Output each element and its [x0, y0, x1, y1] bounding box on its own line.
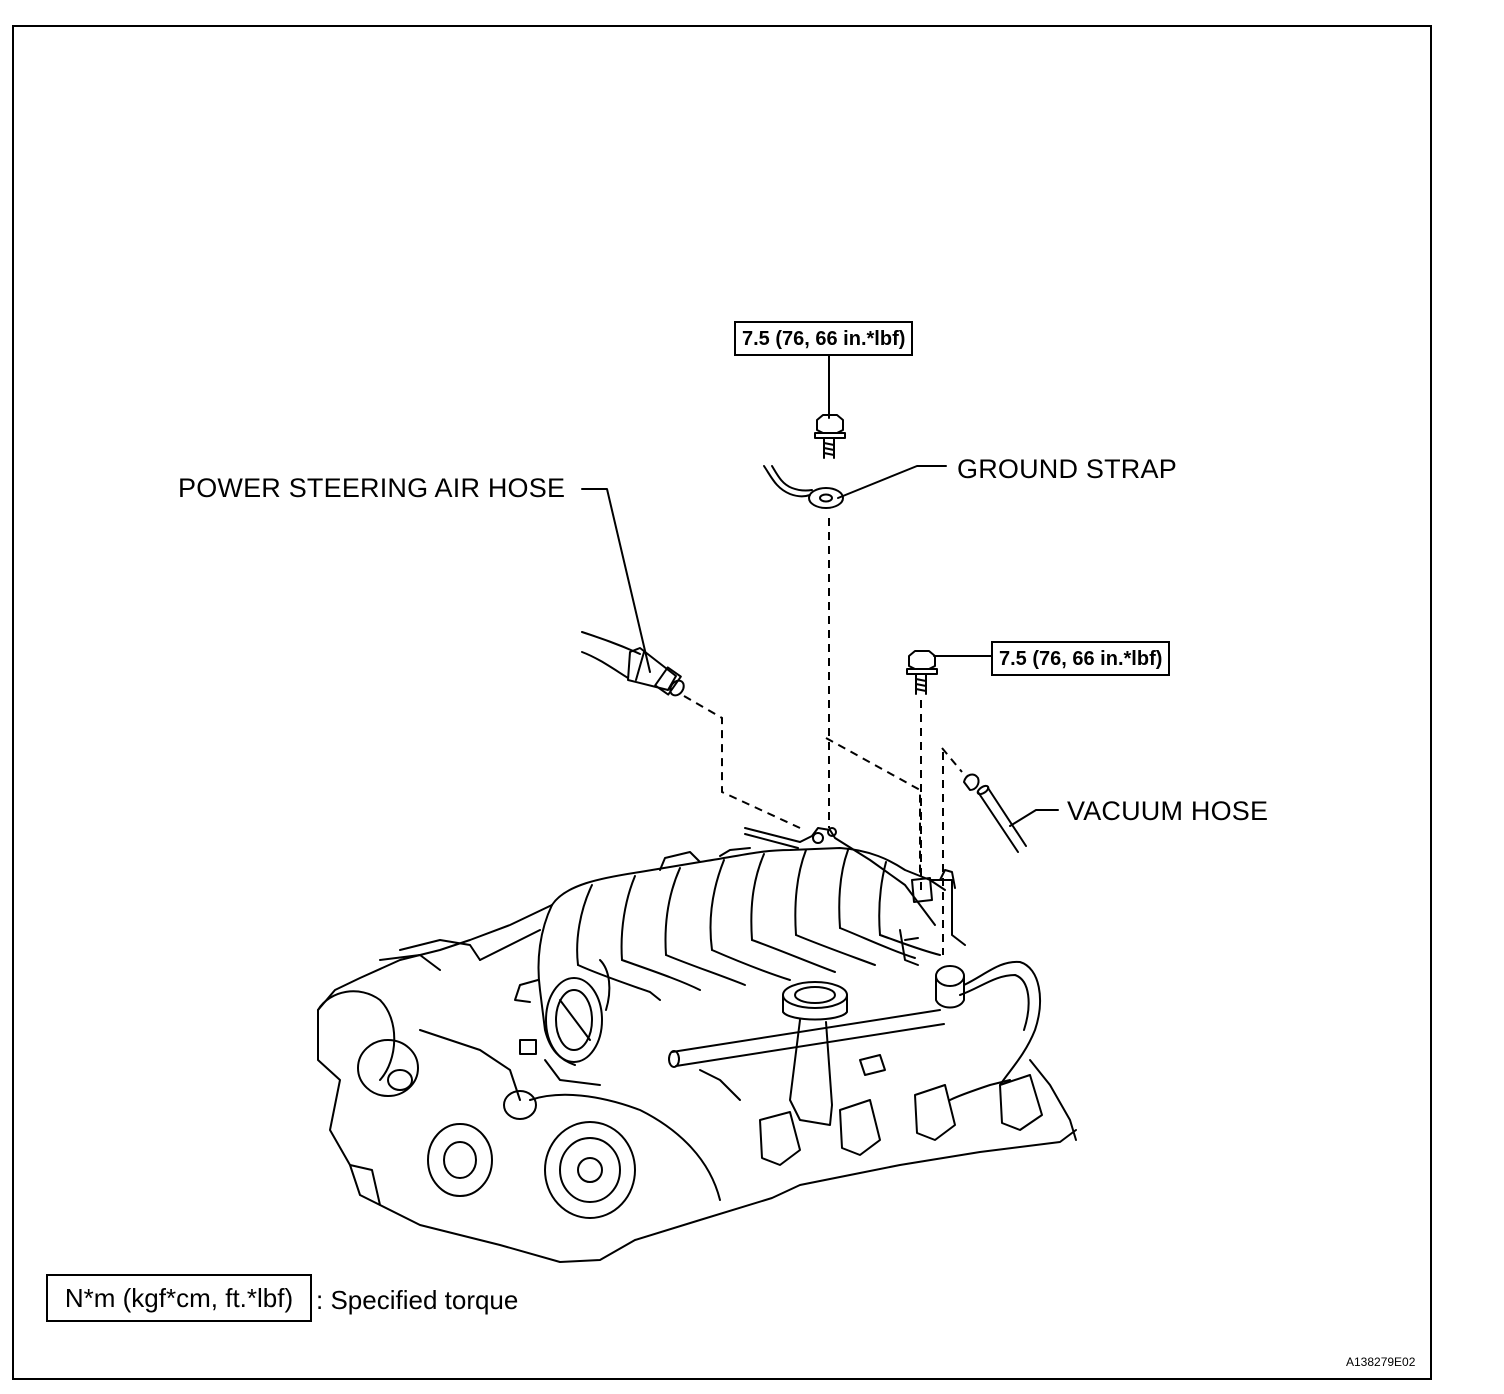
- label-vacuum-hose: VACUUM HOSE: [1067, 796, 1269, 826]
- label-power-steering-air-hose: POWER STEERING AIR HOSE: [178, 473, 566, 503]
- top-bolt: [814, 414, 846, 459]
- vacuum-hose-leader: [1009, 809, 1059, 827]
- torque-spec-top-bolt: 7.5 (76, 66 in.*lbf): [734, 321, 914, 356]
- engine-assembly: [317, 827, 1077, 1263]
- legend-meaning: : Specified torque: [316, 1285, 519, 1315]
- ground-strap-leader: [837, 465, 947, 499]
- label-ground-strap: GROUND STRAP: [957, 454, 1177, 484]
- legend-unit-box: N*m (kgf*cm, ft.*lbf): [46, 1274, 312, 1322]
- right-bolt: [906, 650, 938, 695]
- torque-spec-right-bolt: 7.5 (76, 66 in.*lbf): [991, 641, 1171, 676]
- ps-hose-leader: [581, 488, 651, 673]
- figure-frame: [12, 25, 1432, 1380]
- ground-strap: [763, 465, 844, 509]
- figure-id: A138279E02: [1346, 1355, 1416, 1369]
- vacuum-hose: [963, 773, 1027, 853]
- power-steering-air-hose: [581, 631, 685, 697]
